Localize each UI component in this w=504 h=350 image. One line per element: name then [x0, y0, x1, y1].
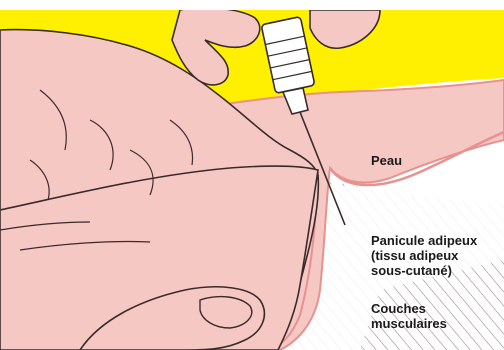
label-muscle-layers: Couches musculaires [371, 301, 447, 331]
label-skin: Peau [371, 153, 402, 168]
label-skin-text: Peau [371, 153, 402, 168]
label-muscle-line-1: Couches [371, 301, 447, 316]
label-fat-line-1: Panicule adipeux [371, 233, 477, 248]
label-muscle-line-2: musculaires [371, 316, 447, 331]
label-fat-line-2: (tissu adipeux [371, 248, 477, 263]
label-subcutaneous-fat: Panicule adipeux (tissu adipeux sous-cut… [371, 233, 477, 278]
label-fat-line-3: sous-cutané) [371, 263, 477, 278]
